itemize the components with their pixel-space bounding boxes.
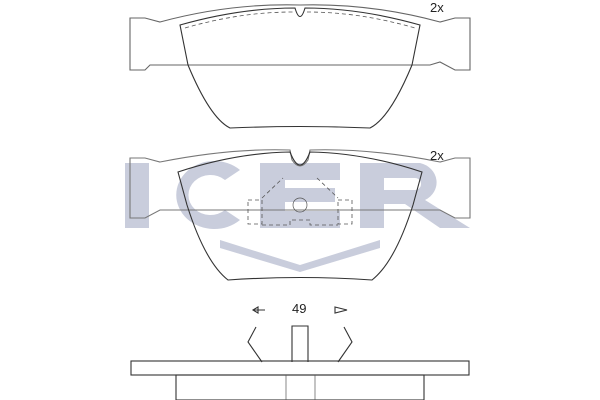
dimension-arrow-left bbox=[251, 306, 265, 314]
top-brake-pad bbox=[129, 4, 471, 129]
width-dimension-label: 49 bbox=[292, 301, 307, 316]
top-pad-quantity-label: 2x bbox=[430, 0, 444, 15]
dimension-arrow-right bbox=[334, 306, 348, 314]
bottom-brake-pad bbox=[129, 149, 471, 281]
side-view-pad bbox=[130, 306, 470, 400]
bottom-pad-quantity-label: 2x bbox=[430, 148, 444, 163]
icer-watermark-logo bbox=[125, 161, 470, 272]
